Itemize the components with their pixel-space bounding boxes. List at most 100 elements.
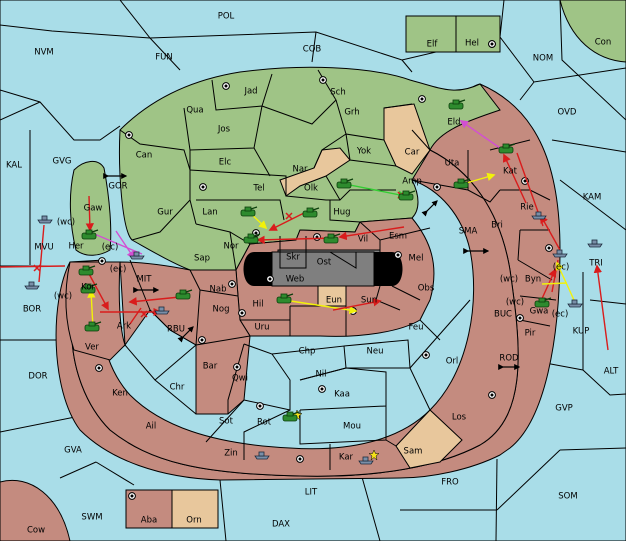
province-nor[interactable]: Nor bbox=[223, 242, 239, 252]
province-web[interactable]: Web bbox=[286, 275, 305, 285]
sea-zone-som[interactable]: SOM bbox=[558, 492, 577, 502]
province-kor[interactable]: Kor bbox=[81, 283, 95, 293]
province-qwi[interactable]: Qwi bbox=[232, 374, 248, 384]
sea-zone-cob[interactable]: COB bbox=[303, 45, 322, 55]
province-cow[interactable]: Cow bbox=[27, 526, 45, 536]
sea-zone-dax[interactable]: DAX bbox=[272, 520, 290, 530]
province-sun[interactable]: Sun bbox=[361, 296, 377, 306]
province-olk[interactable]: Olk bbox=[304, 184, 318, 194]
province-can[interactable]: Can bbox=[136, 151, 153, 161]
province-nog[interactable]: Nog bbox=[213, 305, 230, 315]
province-gur[interactable]: Gur bbox=[157, 208, 173, 218]
province-wc2[interactable]: (wc) bbox=[500, 275, 518, 285]
province-los[interactable]: Los bbox=[452, 413, 467, 423]
province-ver[interactable]: Ver bbox=[85, 343, 99, 353]
province-hug[interactable]: Hug bbox=[333, 208, 350, 218]
sea-zone-kal[interactable]: KAL bbox=[6, 161, 22, 171]
province-vil[interactable]: Vil bbox=[358, 235, 368, 245]
sea-zone-swm[interactable]: SWM bbox=[81, 513, 102, 523]
province-kup[interactable]: KUP bbox=[573, 327, 590, 337]
province-hil[interactable]: Hil bbox=[252, 300, 263, 310]
province-nar[interactable]: Nar bbox=[292, 165, 308, 175]
province-rie[interactable]: Rie bbox=[520, 203, 534, 213]
province-ark[interactable]: Ark bbox=[117, 322, 131, 332]
province-uta[interactable]: Uta bbox=[445, 159, 460, 169]
sea-zone-gvp[interactable]: GVP bbox=[555, 404, 573, 414]
province-grh[interactable]: Grh bbox=[344, 108, 359, 118]
province-jos[interactable]: Jos bbox=[217, 125, 231, 135]
province-aba[interactable]: Aba bbox=[141, 516, 157, 526]
province-her[interactable]: Her bbox=[68, 242, 84, 252]
sea-zone-fro[interactable]: FRO bbox=[441, 478, 459, 488]
province-jad[interactable]: Jad bbox=[243, 87, 257, 97]
sea-zone-mit[interactable]: MIT bbox=[136, 275, 152, 285]
province-nil[interactable]: Nil bbox=[315, 370, 326, 380]
province-pir[interactable]: Pir bbox=[525, 329, 536, 339]
province-tri[interactable]: TRI bbox=[588, 259, 603, 269]
sea-zone-gvg[interactable]: GVG bbox=[53, 157, 72, 167]
province-hel[interactable]: Hel bbox=[465, 39, 479, 49]
province-elf[interactable]: Elf bbox=[427, 40, 439, 50]
sea-zone-lit[interactable]: LIT bbox=[305, 488, 318, 498]
province-bri[interactable]: Bri bbox=[491, 221, 503, 231]
province-gwa[interactable]: Gwa bbox=[530, 307, 549, 317]
province-neu[interactable]: Neu bbox=[367, 347, 384, 357]
province-sam[interactable]: Sam bbox=[404, 447, 423, 457]
sea-zone-kam[interactable]: KAM bbox=[583, 193, 602, 203]
province-wc4[interactable]: (wc) bbox=[506, 298, 524, 308]
province-nab[interactable]: Nab bbox=[210, 285, 227, 295]
province-gaw[interactable]: Gaw bbox=[84, 204, 103, 214]
province-ec2[interactable]: (ec) bbox=[110, 265, 127, 275]
province-wc1[interactable]: (wc) bbox=[57, 218, 75, 228]
sea-zone-sma[interactable]: SMA bbox=[459, 227, 478, 237]
province-ec4[interactable]: (ec) bbox=[552, 310, 569, 320]
province-wc3[interactable]: (wc) bbox=[54, 292, 72, 302]
province-ost[interactable]: Ost bbox=[317, 258, 332, 268]
province-ken[interactable]: Ken bbox=[112, 389, 128, 399]
province-mel[interactable]: Mel bbox=[409, 254, 424, 264]
sea-zone-rod[interactable]: ROD bbox=[499, 354, 519, 364]
province-zin[interactable]: Zin bbox=[224, 449, 238, 459]
sea-zone-rbu[interactable]: RBU bbox=[167, 325, 185, 335]
province-eld[interactable]: Eld bbox=[447, 118, 460, 128]
province-byn[interactable]: Byn bbox=[525, 275, 541, 285]
province-mvu[interactable]: MVU bbox=[34, 243, 53, 253]
province-car[interactable]: Car bbox=[405, 148, 420, 158]
province-qua[interactable]: Qua bbox=[186, 106, 203, 116]
sea-zone-dor[interactable]: DOR bbox=[28, 372, 47, 382]
province-chp[interactable]: Chp bbox=[299, 347, 316, 357]
province-lan[interactable]: Lan bbox=[202, 208, 217, 218]
province-ec3[interactable]: (ec) bbox=[553, 263, 570, 273]
province-kat[interactable]: Kat bbox=[503, 167, 518, 177]
sea-zone-buc[interactable]: BUC bbox=[494, 310, 512, 320]
sea-zone-nom[interactable]: NOM bbox=[533, 54, 553, 64]
province-yok[interactable]: Yok bbox=[356, 147, 371, 157]
sea-zone-pol[interactable]: POL bbox=[218, 12, 235, 22]
province-amp[interactable]: Amp bbox=[402, 177, 422, 187]
sea-zone-bor[interactable]: BOR bbox=[23, 305, 41, 315]
province-con[interactable]: Con bbox=[595, 38, 612, 48]
province-sch[interactable]: Sch bbox=[330, 88, 345, 98]
province-sot[interactable]: Sot bbox=[219, 417, 234, 427]
province-kar[interactable]: Kar bbox=[339, 453, 354, 463]
sea-zone-fun[interactable]: FUN bbox=[155, 53, 172, 63]
sea-zone-gva[interactable]: GVA bbox=[64, 446, 82, 456]
province-skr[interactable]: Skr bbox=[286, 253, 300, 263]
province-rot[interactable]: Rot bbox=[257, 418, 272, 428]
province-orn[interactable]: Orn bbox=[186, 516, 201, 526]
province-eun[interactable]: Eun bbox=[326, 296, 342, 306]
province-tel[interactable]: Tel bbox=[252, 184, 264, 194]
sea-zone-alt[interactable]: ALT bbox=[604, 367, 619, 377]
province-kaa[interactable]: Kaa bbox=[334, 390, 350, 400]
province-ec1[interactable]: (ec) bbox=[102, 243, 119, 253]
sea-zone-nvm[interactable]: NVM bbox=[34, 48, 54, 58]
province-feu[interactable]: Feu bbox=[408, 323, 423, 333]
sea-zone-ovd[interactable]: OVD bbox=[558, 108, 577, 118]
province-obs[interactable]: Obs bbox=[418, 284, 435, 294]
province-mou[interactable]: Mou bbox=[343, 422, 361, 432]
province-orl[interactable]: Orl bbox=[446, 357, 459, 367]
province-uru[interactable]: Uru bbox=[254, 323, 269, 333]
province-bar[interactable]: Bar bbox=[203, 362, 218, 372]
province-sap[interactable]: Sap bbox=[194, 254, 210, 264]
